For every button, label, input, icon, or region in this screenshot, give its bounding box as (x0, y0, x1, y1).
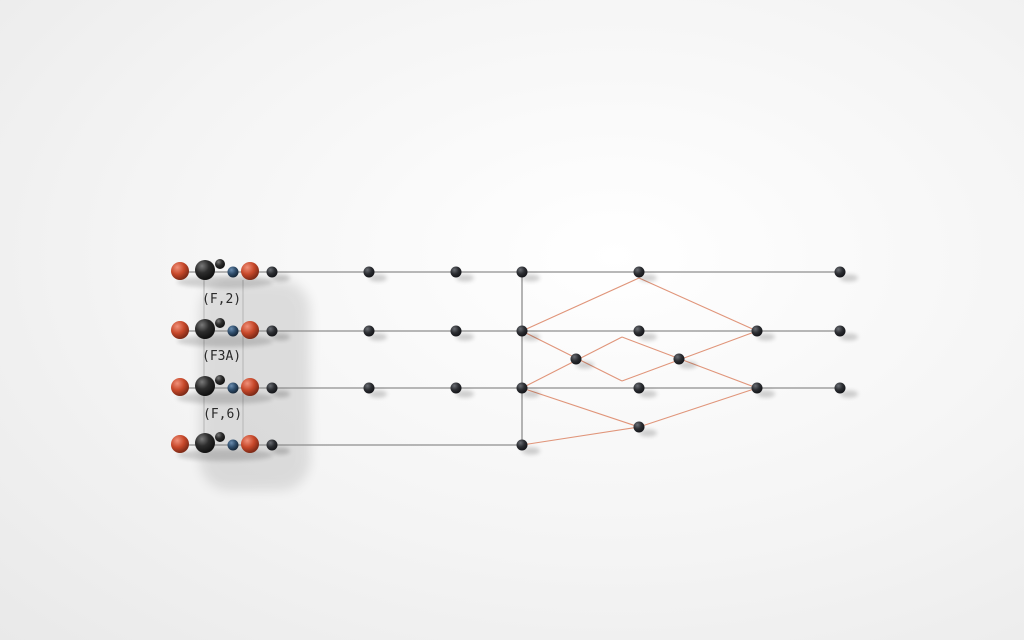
node-shadow (639, 429, 657, 437)
circuit-node (516, 382, 528, 394)
bead-cluster-shadow (177, 392, 273, 404)
diamond-connections (521, 277, 758, 446)
node-shadow (679, 361, 697, 369)
black-bead-small (215, 259, 225, 269)
circuit-node (266, 266, 278, 278)
blue-bead (227, 439, 239, 451)
circuit-node (363, 266, 375, 278)
node-shadow (456, 390, 474, 398)
row-labels: (F,2) (F3A) (F,6) (202, 292, 242, 422)
circuit-node (834, 266, 846, 278)
circuit-node (450, 325, 462, 337)
black-bead-large (195, 376, 215, 396)
orange-bead (171, 262, 189, 280)
node-shadow (272, 447, 290, 455)
node-shadow (369, 274, 387, 282)
wire-lines (180, 271, 842, 446)
circuit-node (266, 382, 278, 394)
node-shadow (522, 274, 540, 282)
node-shadow (639, 274, 657, 282)
circuit-node (633, 421, 645, 433)
circuit-node (450, 382, 462, 394)
circuit-node (751, 382, 763, 394)
bead-cluster-4 (171, 432, 273, 461)
black-bead-large (195, 319, 215, 339)
orange-bead (241, 321, 259, 339)
circuit-node (266, 439, 278, 451)
node-shadow (456, 274, 474, 282)
node-shadow (522, 333, 540, 341)
blue-bead (227, 266, 239, 278)
circuit-node (516, 439, 528, 451)
bead-cluster-shadow (177, 276, 273, 288)
node-shadow (369, 333, 387, 341)
blue-bead (227, 325, 239, 337)
diamond-line (521, 277, 640, 332)
circuit-node (673, 353, 685, 365)
blue-bead (227, 382, 239, 394)
black-bead-small (215, 318, 225, 328)
circuit-node (516, 325, 528, 337)
node-shadow (840, 333, 858, 341)
node-shadow (840, 390, 858, 398)
bead-cluster-shadow (177, 335, 273, 347)
diamond-line (638, 277, 758, 332)
orange-bead (241, 435, 259, 453)
node-shadow (272, 274, 290, 282)
circuit-node (570, 353, 582, 365)
node-shadow (272, 390, 290, 398)
orange-bead (171, 378, 189, 396)
orange-bead (241, 378, 259, 396)
bead-cluster-shadow (177, 449, 273, 461)
circuit-node (516, 266, 528, 278)
bead-cluster-1 (171, 259, 273, 288)
node-shadow (576, 361, 594, 369)
row-label-2: (F3A) (202, 349, 241, 364)
node-shadow (639, 390, 657, 398)
node-shadow (757, 390, 775, 398)
circuit-node (834, 325, 846, 337)
orange-bead (171, 321, 189, 339)
row-label-1: (F,2) (202, 292, 241, 307)
circuit-node (834, 382, 846, 394)
node-shadow (369, 390, 387, 398)
orange-bead (171, 435, 189, 453)
node-shadow (522, 447, 540, 455)
orange-bead (241, 262, 259, 280)
circuit-node (363, 382, 375, 394)
bead-clusters (171, 259, 273, 461)
node-shadow (522, 390, 540, 398)
circuit-node (633, 266, 645, 278)
circuit-node (633, 325, 645, 337)
diamond-line (621, 330, 758, 382)
diamond-line (521, 387, 640, 428)
node-shadow (757, 333, 775, 341)
node-shadows (272, 274, 858, 455)
circuit-node (633, 382, 645, 394)
row-label-3: (F,6) (203, 407, 242, 422)
bead-cluster-3 (171, 375, 273, 404)
node-shadow (456, 333, 474, 341)
circuit-node (751, 325, 763, 337)
black-bead-small (215, 375, 225, 385)
node-shadow (840, 274, 858, 282)
diamond-line (638, 387, 758, 428)
black-bead-large (195, 260, 215, 280)
circuit-nodes (266, 266, 846, 451)
circuit-node (363, 325, 375, 337)
circuit-node (450, 266, 462, 278)
node-shadow (639, 333, 657, 341)
black-bead-large (195, 433, 215, 453)
diamond-line (521, 426, 640, 446)
circuit-node (266, 325, 278, 337)
node-shadow (272, 333, 290, 341)
bead-cluster-2 (171, 318, 273, 347)
black-bead-small (215, 432, 225, 442)
